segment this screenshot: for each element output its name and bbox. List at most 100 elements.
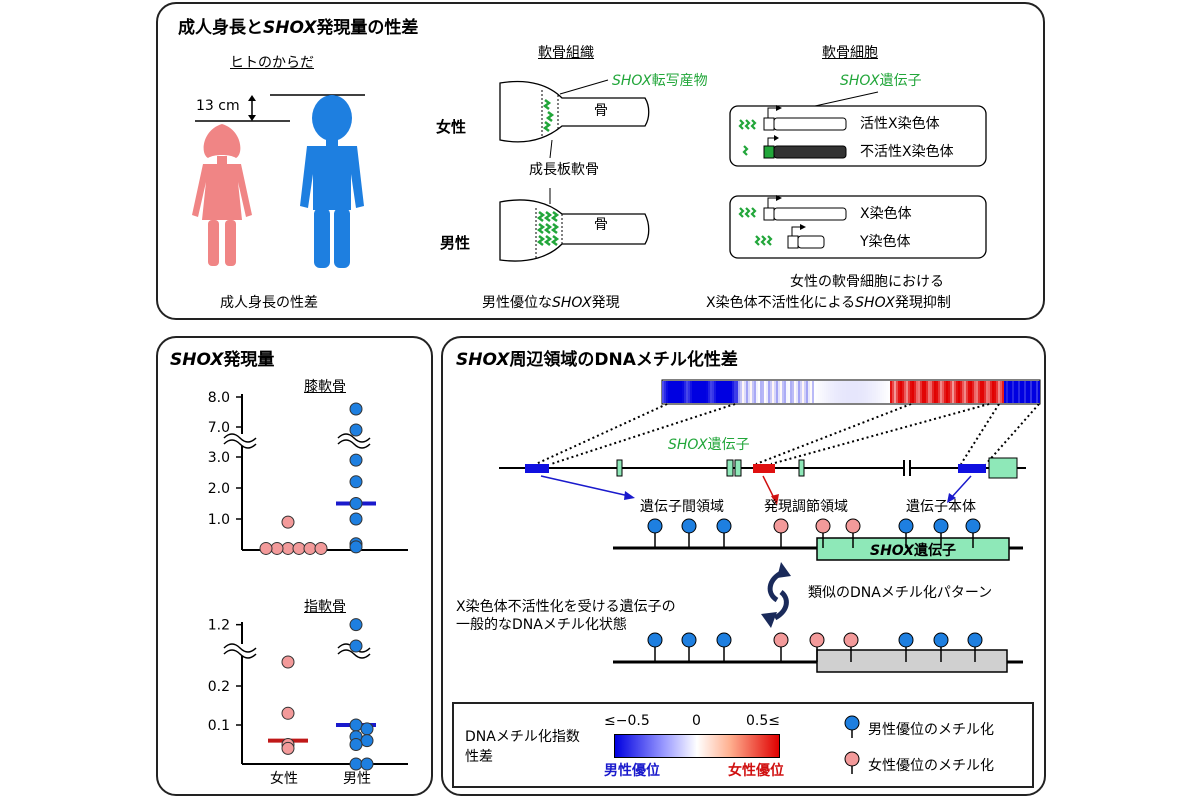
tissue-title: 軟骨組織 <box>538 45 594 61</box>
heatmap-cell <box>998 381 1000 403</box>
cell-caption-line2-italic: SHOX <box>855 295 895 311</box>
bone-label-female: 骨 <box>594 103 608 119</box>
heatmap-cell <box>938 381 940 403</box>
heatmap-cell <box>870 381 872 403</box>
methylation-heatmap <box>661 379 1041 405</box>
data-point <box>349 738 363 751</box>
heatmap-cell <box>934 381 936 403</box>
heatmap-cell <box>722 381 724 403</box>
heatmap-cell <box>916 381 918 403</box>
heatmap-cell <box>1012 381 1014 403</box>
tissue-caption-pre: 男性優位な <box>482 295 552 311</box>
height-diff-label: 13 cm <box>196 98 240 114</box>
female-methylation-site <box>845 518 861 534</box>
heatmap-cell <box>878 381 880 403</box>
heatmap-cell <box>1034 381 1036 403</box>
heatmap-cell <box>740 381 742 403</box>
heatmap-cell <box>1000 381 1002 403</box>
heatmap-cell <box>730 381 732 403</box>
data-point <box>303 541 317 555</box>
heatmap-cell <box>836 381 838 403</box>
intergenic-label: 遺伝子間領域 <box>640 499 724 515</box>
heatmap-cell <box>772 381 774 403</box>
heatmap-cell <box>692 381 694 403</box>
heatmap-cell <box>690 381 692 403</box>
heatmap-cell <box>668 381 670 403</box>
box-post: 遺伝子 <box>914 543 956 559</box>
chondrocyte-chromosomes <box>729 91 987 259</box>
heatmap-cell <box>1032 381 1034 403</box>
heatmap-cell <box>962 381 964 403</box>
x-label-male: 男性 <box>343 771 371 787</box>
transcript-italic: SHOX <box>612 73 652 89</box>
data-point <box>360 734 374 748</box>
heatmap-cell <box>758 381 760 403</box>
heatmap-cell <box>954 381 956 403</box>
y-tick-label: 7.0 <box>208 420 230 436</box>
heatmap-cell <box>750 381 752 403</box>
heatmap-cell <box>956 381 958 403</box>
heatmap-cell <box>1026 381 1028 403</box>
active-x-label: 活性X染色体 <box>860 116 940 132</box>
title-post: 発現量の性差 <box>316 18 419 38</box>
axis-break-mark <box>337 439 371 449</box>
locus-gene-post: 遺伝子 <box>707 437 750 453</box>
heatmap-cell <box>990 381 992 403</box>
heatmap-cell <box>908 381 910 403</box>
male-methylation-site <box>898 518 914 534</box>
heatmap-cell <box>822 381 824 403</box>
y-tick-label: 0.1 <box>208 718 230 734</box>
data-point <box>349 423 363 437</box>
heatmap-cell <box>950 381 952 403</box>
female-methylation-site <box>815 518 831 534</box>
right-title-italic: SHOX <box>456 350 510 370</box>
heatmap-cell <box>720 381 722 403</box>
data-point <box>259 541 273 555</box>
title-italic: SHOX <box>263 18 317 38</box>
gene-locus-diagram <box>499 403 1040 673</box>
male-methylation-site <box>681 632 697 648</box>
y-tick-label: 0.2 <box>208 679 230 695</box>
heatmap-cell <box>872 381 874 403</box>
bone-figures <box>499 79 650 262</box>
heatmap-cell <box>802 381 804 403</box>
heatmap-cell <box>1030 381 1032 403</box>
legend-male-meth: 男性優位のメチル化 <box>868 722 994 738</box>
heatmap-cell <box>976 381 978 403</box>
heatmap-cell <box>666 381 668 403</box>
heatmap-cell <box>844 381 846 403</box>
locus-gene-italic: SHOX <box>668 437 708 453</box>
gene-body-label: 遺伝子本体 <box>906 499 976 515</box>
transcript-label: SHOX転写産物 <box>612 74 708 88</box>
heatmap-cell <box>810 381 812 403</box>
heatmap-cell <box>1018 381 1020 403</box>
heatmap-cell <box>748 381 750 403</box>
data-point <box>270 541 284 555</box>
human-bodies-figure <box>192 94 365 268</box>
heatmap-cell <box>788 381 790 403</box>
heatmap-cell <box>830 381 832 403</box>
data-point <box>349 639 363 653</box>
heatmap-cell <box>820 381 822 403</box>
gene-label-locus: SHOX遺伝子 <box>668 438 750 452</box>
male-row-label: 男性 <box>440 234 471 252</box>
heatmap-cell <box>980 381 982 403</box>
cell-caption-line2: X染色体不活性化によるSHOX発現抑制 <box>706 296 951 310</box>
heatmap-cell <box>826 381 828 403</box>
heatmap-cell <box>734 381 736 403</box>
heatmap-cell <box>906 381 908 403</box>
heatmap-cell <box>888 381 890 403</box>
female-methylation-site <box>773 518 789 534</box>
heatmap-cell <box>674 381 676 403</box>
data-point <box>360 757 374 771</box>
scale-max: 0.5≤ <box>746 713 780 729</box>
heatmap-cell <box>710 381 712 403</box>
data-point <box>281 541 295 555</box>
heatmap-cell <box>966 381 968 403</box>
y-tick-label: 8.0 <box>208 390 230 406</box>
heatmap-cell <box>912 381 914 403</box>
heatmap-cell <box>924 381 926 403</box>
xci-label-line1: X染色体不活性化を受ける遺伝子の <box>456 599 676 615</box>
heatmap-cell <box>958 381 960 403</box>
heatmap-cell <box>854 381 856 403</box>
